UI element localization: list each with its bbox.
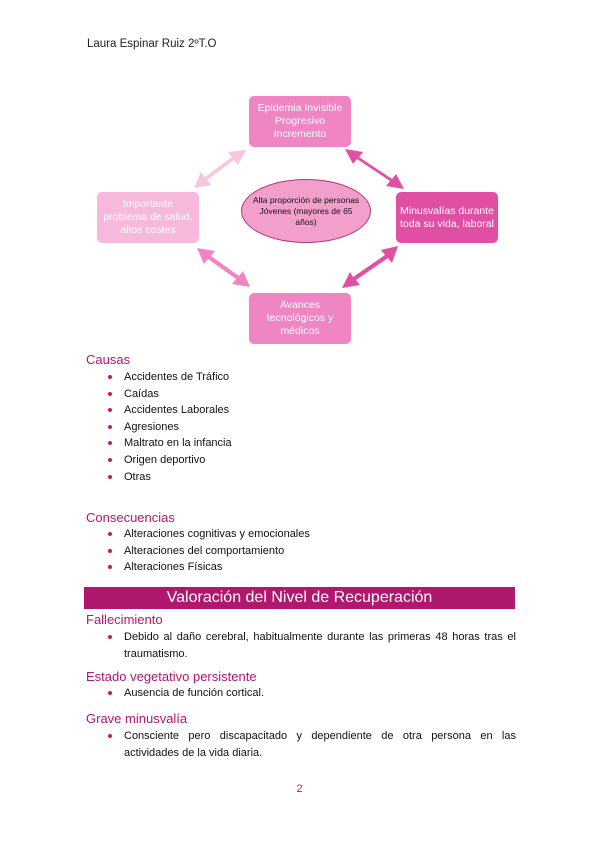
list-item: Alteraciones cognitivas y emocionales bbox=[108, 526, 310, 543]
list-item: Caídas bbox=[108, 386, 232, 403]
arrow-bottom-right bbox=[342, 246, 398, 288]
arrow-top-left bbox=[194, 150, 246, 188]
diagram-node-avances: Avances tecnológicos y médicos bbox=[249, 293, 351, 344]
author-name: Laura Espinar Ruiz 2ºT.O bbox=[87, 38, 217, 50]
bullet-icon bbox=[108, 635, 112, 639]
vegetativo-heading: Estado vegetativo persistente bbox=[86, 669, 257, 684]
diagram-node-minusvalias: Minusvalías durante toda su vida, labora… bbox=[396, 192, 498, 243]
fallecimiento-heading: Fallecimiento bbox=[86, 612, 163, 627]
list-item: Accidentes de Tráfico bbox=[108, 369, 232, 386]
causas-list: Accidentes de Tráfico Caídas Accidentes … bbox=[108, 369, 232, 485]
minusvalia-item: Consciente pero discapacitado y dependie… bbox=[108, 728, 516, 761]
page-number: 2 bbox=[296, 783, 303, 795]
consecuencias-list: Alteraciones cognitivas y emocionales Al… bbox=[108, 526, 310, 576]
arrow-top-right bbox=[345, 149, 404, 189]
consecuencias-heading: Consecuencias bbox=[86, 510, 175, 525]
cycle-diagram: Epidemia Invisible Progresivo Incremento… bbox=[0, 0, 599, 360]
vegetativo-item: Ausencia de función cortical. bbox=[108, 685, 516, 702]
section-banner: Valoración del Nivel de Recuperación bbox=[84, 587, 515, 609]
minusvalia-heading: Grave minusvalía bbox=[86, 711, 188, 726]
diagram-arrows bbox=[194, 149, 404, 288]
minusvalia-text: Consciente pero discapacitado y dependie… bbox=[124, 730, 516, 759]
list-item: Alteraciones del comportamiento bbox=[108, 543, 310, 560]
diagram-node-problema: Importante problema de salud, altos cost… bbox=[97, 192, 199, 243]
fallecimiento-item: Debido al daño cerebral, habitualmente d… bbox=[108, 629, 516, 662]
list-item: Accidentes Laborales bbox=[108, 402, 232, 419]
list-item: Origen deportivo bbox=[108, 452, 232, 469]
list-item: Otras bbox=[108, 469, 232, 486]
causas-heading: Causas bbox=[86, 352, 131, 367]
vegetativo-text: Ausencia de función cortical. bbox=[124, 687, 265, 699]
arrow-bottom-left bbox=[197, 248, 250, 287]
list-item: Alteraciones Físicas bbox=[108, 559, 310, 576]
diagram-center-node: Alta proporción de personas Jóvenes (may… bbox=[241, 179, 371, 243]
diagram-node-epidemia: Epidemia Invisible Progresivo Incremento bbox=[249, 96, 351, 147]
list-item: Maltrato en la infancia bbox=[108, 435, 232, 452]
bullet-icon bbox=[108, 734, 112, 738]
list-item: Agresiones bbox=[108, 419, 232, 436]
bullet-icon bbox=[108, 691, 112, 695]
fallecimiento-text: Debido al daño cerebral, habitualmente d… bbox=[124, 631, 516, 660]
